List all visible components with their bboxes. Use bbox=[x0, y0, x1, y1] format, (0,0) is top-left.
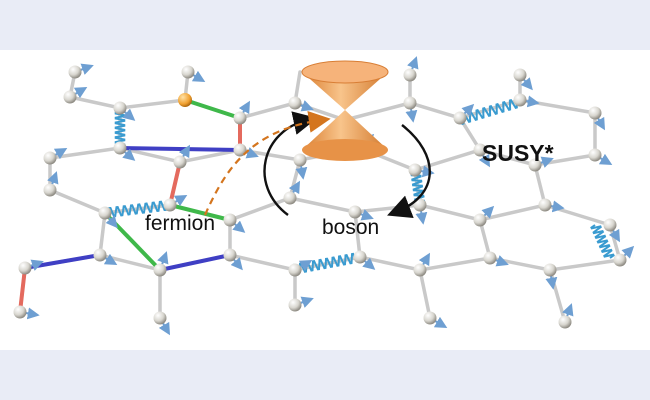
lattice-site bbox=[543, 263, 557, 277]
lattice-site bbox=[233, 111, 247, 125]
lattice-bond bbox=[418, 268, 432, 320]
circular-arrow-icon bbox=[387, 124, 431, 218]
spring-icon bbox=[114, 111, 126, 147]
lattice-site bbox=[403, 68, 417, 82]
lattice-site bbox=[453, 111, 467, 125]
highlighted-bond bbox=[118, 146, 242, 152]
lattice-site bbox=[603, 218, 617, 232]
lattice-site bbox=[181, 65, 195, 79]
lattice-site bbox=[153, 311, 167, 325]
top-band bbox=[0, 0, 650, 50]
lattice-site bbox=[558, 315, 572, 329]
lattice-site bbox=[288, 96, 302, 110]
highlighted-bond bbox=[23, 253, 102, 270]
lattice-site bbox=[513, 68, 527, 82]
lattice-site bbox=[68, 65, 82, 79]
lattice-site bbox=[13, 305, 27, 319]
lattice-bond bbox=[533, 163, 547, 207]
lattice-site-highlighted bbox=[178, 93, 192, 107]
lattice-site bbox=[223, 248, 237, 262]
lattice-sites bbox=[13, 65, 627, 329]
lattice-bond bbox=[98, 211, 107, 257]
susy-label: SUSY* bbox=[482, 140, 554, 166]
lattice-site bbox=[528, 158, 542, 172]
lattice-bond bbox=[353, 210, 362, 259]
lattice-site bbox=[348, 205, 362, 219]
highlighted-bond bbox=[183, 98, 242, 120]
lattice-site bbox=[413, 263, 427, 277]
spring-icon bbox=[590, 224, 615, 259]
lattice-bond bbox=[23, 253, 622, 272]
lattice-site bbox=[538, 198, 552, 212]
lattice-site bbox=[43, 183, 57, 197]
lattice-site bbox=[283, 191, 297, 205]
lattice-site bbox=[473, 213, 487, 227]
lattice-bond bbox=[478, 218, 492, 260]
lattice-bonds bbox=[18, 70, 622, 324]
spring-icon bbox=[104, 199, 171, 219]
lattice-site bbox=[288, 263, 302, 277]
lattice-site bbox=[173, 155, 187, 169]
lattice-site bbox=[223, 213, 237, 227]
lattice-site bbox=[113, 101, 127, 115]
highlighted-bond bbox=[168, 203, 232, 222]
lattice-site bbox=[63, 90, 77, 104]
highlighted-bond bbox=[18, 266, 27, 314]
lattice-site bbox=[43, 151, 57, 165]
lattice-site bbox=[93, 248, 107, 262]
lattice-site bbox=[98, 206, 112, 220]
dirac-cone-icon bbox=[301, 60, 389, 161]
lattice-site bbox=[293, 153, 307, 167]
lattice-site bbox=[353, 250, 367, 264]
lattice-site bbox=[233, 143, 247, 157]
lattice-site bbox=[588, 106, 602, 120]
lattice-site bbox=[423, 311, 437, 325]
boson-label: boson bbox=[322, 216, 380, 239]
lattice-site bbox=[163, 198, 177, 212]
circular-arrow-icon bbox=[263, 111, 318, 216]
lattice-site bbox=[473, 143, 487, 157]
lattice-site bbox=[613, 253, 627, 267]
bottom-band bbox=[0, 350, 650, 400]
highlighted-bond bbox=[168, 160, 182, 207]
lattice-site bbox=[483, 251, 497, 265]
lattice-site bbox=[113, 141, 127, 155]
dashed-arrow bbox=[203, 110, 331, 216]
spring-icon bbox=[459, 97, 521, 125]
lattice-site bbox=[18, 261, 32, 275]
lattice-site bbox=[413, 198, 427, 212]
lattice-site bbox=[513, 93, 527, 107]
highlighted-bond bbox=[158, 253, 232, 272]
lattice-site bbox=[153, 263, 167, 277]
lattice-site bbox=[588, 148, 602, 162]
lattice-site bbox=[288, 298, 302, 312]
lattice-site bbox=[408, 163, 422, 177]
lattice-site bbox=[403, 96, 417, 110]
fermion-label: fermion bbox=[145, 212, 216, 235]
